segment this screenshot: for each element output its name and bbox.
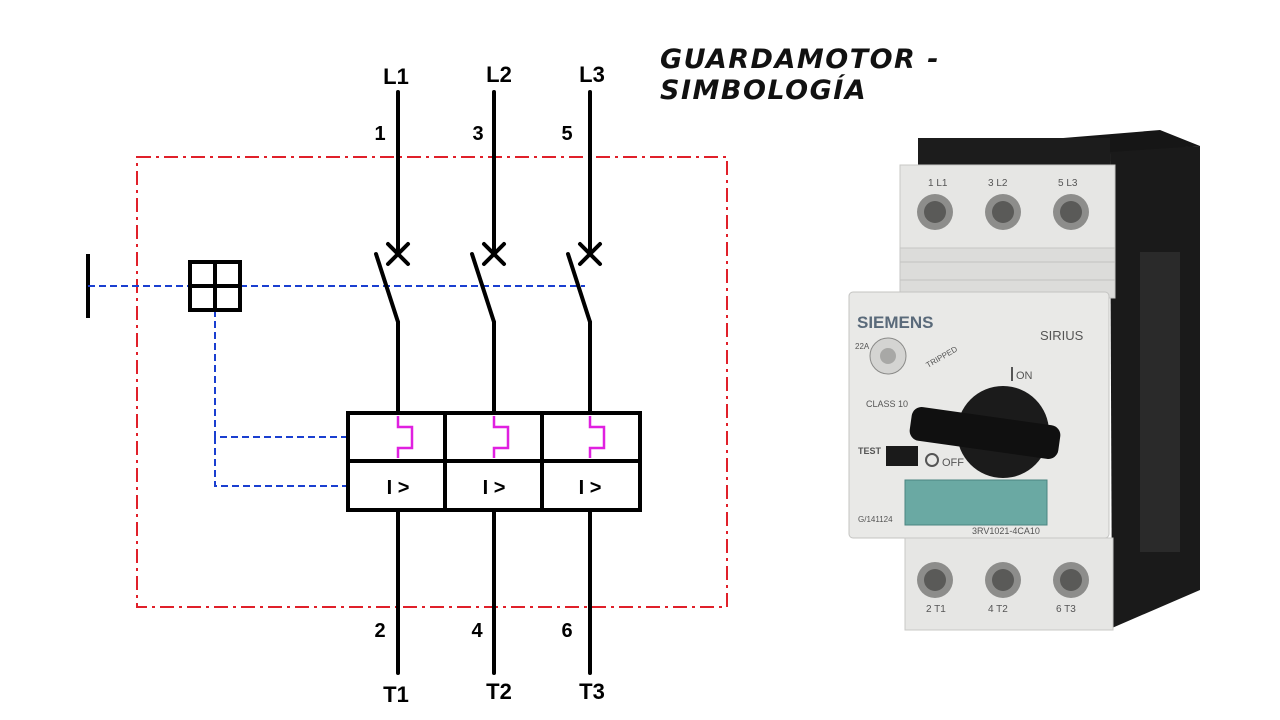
mechanism-lock-icon: [188, 260, 242, 312]
brand-logo: SIEMENS: [857, 313, 934, 332]
breaker-contact-icon: [566, 252, 592, 324]
top-terminal-label-2: 3 L2: [988, 178, 1008, 189]
breaker-contact-icon: [374, 252, 400, 324]
magnetic-trip-label-1: I >: [387, 477, 410, 499]
thermal-trip-icon: [588, 416, 606, 458]
pole-1: [374, 90, 410, 675]
top-terminal-label-1: 1 L1: [928, 178, 948, 189]
output-terminal-6: 6: [561, 620, 572, 642]
breaker-contact-icon: [470, 252, 496, 324]
line-label-1: L1: [383, 64, 409, 89]
on-label: ON: [1016, 370, 1033, 382]
page-title: GUARDAMOTOR - SIMBOLOGÍA: [660, 44, 940, 106]
protection-block: [346, 411, 642, 512]
bottom-terminal-label-3: 6 T3: [1056, 604, 1076, 615]
rotary-handle[interactable]: [908, 406, 1061, 461]
class-label: CLASS 10: [866, 399, 908, 409]
cert-code: G/141124: [858, 515, 893, 524]
off-label: OFF: [942, 457, 964, 469]
input-terminal-3: 3: [472, 123, 483, 145]
output-terminal-4: 4: [471, 620, 483, 642]
thermal-trip-icon: [492, 416, 510, 458]
enclosure-boundary: [136, 156, 728, 608]
test-button[interactable]: [886, 446, 918, 466]
status-window: [904, 479, 1048, 526]
schematic: I > I > I > L1 L2 L3 1 3 5 2 4 6 T1 T2 T…: [86, 62, 728, 707]
input-terminal-1: 1: [374, 123, 385, 145]
bottom-terminal-label-1: 2 T1: [926, 604, 946, 615]
motor-protector-device: 1 L1 3 L2 5 L3 SIEMENS SIRIUS 22A TRIPPE…: [848, 130, 1200, 631]
line-label-2: L2: [486, 62, 512, 87]
magnetic-trip-label-3: I >: [579, 477, 602, 499]
series-label: SIRIUS: [1040, 328, 1084, 343]
pole-3: [566, 90, 602, 675]
dial-value: 22A: [855, 342, 870, 351]
load-label-3: T3: [579, 679, 605, 704]
top-terminal-label-3: 5 L3: [1058, 178, 1078, 189]
load-label-2: T2: [486, 679, 512, 704]
magnetic-trip-label-2: I >: [483, 477, 506, 499]
mechanical-link: [88, 285, 585, 487]
output-terminal-2: 2: [374, 620, 385, 642]
line-label-3: L3: [579, 62, 605, 87]
bottom-terminal-label-2: 4 T2: [988, 604, 1008, 615]
thermal-trip-icon: [396, 416, 414, 458]
model-label: 3RV1021-4CA10: [972, 526, 1040, 536]
pole-2: [470, 90, 506, 675]
test-label: TEST: [858, 446, 882, 456]
input-terminal-5: 5: [561, 123, 572, 145]
load-label-1: T1: [383, 682, 409, 707]
